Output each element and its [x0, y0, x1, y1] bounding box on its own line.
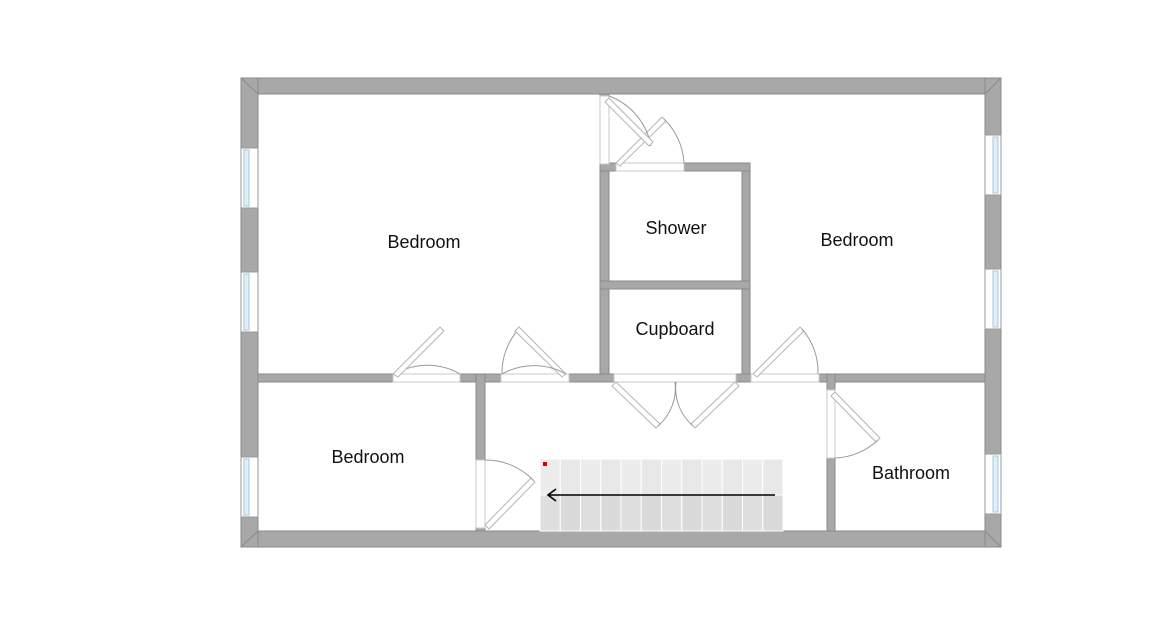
door-bedroom-3 [484, 459, 536, 530]
stair-tread [620, 458, 642, 496]
stair-tread [580, 458, 602, 496]
window-right-2 [984, 268, 1002, 330]
door-bathroom [830, 391, 881, 459]
window-left-1 [240, 147, 259, 209]
room-label-bedroom-2: Bedroom [820, 230, 893, 250]
room-label-cupboard: Cupboard [635, 319, 714, 339]
stair-tread [742, 494, 764, 532]
room-label-bedroom-3: Bedroom [331, 447, 404, 467]
stair-tread [580, 494, 602, 532]
door-bedroom-1-a [392, 326, 461, 378]
stair-tread [600, 494, 622, 532]
room-label-bathroom: Bathroom [872, 463, 950, 483]
stair-tread [681, 494, 703, 532]
door-bedroom-2 [752, 326, 819, 378]
stair-tread [620, 494, 642, 532]
stair-tread [762, 494, 784, 532]
door-openings [392, 95, 836, 529]
stair-direction-arrow [546, 488, 775, 502]
stair-tread [762, 458, 784, 496]
staircase [539, 458, 784, 532]
window-right-3 [984, 453, 1002, 515]
stair-tread [701, 458, 723, 496]
room-label-bedroom-1: Bedroom [387, 232, 460, 252]
stair-tread [640, 494, 662, 532]
stair-tread [661, 494, 683, 532]
stair-tread [559, 494, 581, 532]
window-right-1 [984, 134, 1002, 196]
window-left-3 [240, 456, 259, 518]
stair-tread [742, 458, 764, 496]
window-left-2 [240, 271, 259, 333]
door-cupboard-double [611, 381, 740, 429]
room-labels: Bedroom Shower Bedroom Cupboard Bedroom … [331, 218, 950, 483]
stair-tread [640, 458, 662, 496]
room-label-shower: Shower [645, 218, 706, 238]
stair-tread [701, 494, 723, 532]
stair-tread [600, 458, 622, 496]
windows [240, 134, 1002, 518]
doors [392, 95, 881, 530]
stair-tread [721, 458, 743, 496]
stair-start-marker [543, 462, 547, 466]
stair-tread [721, 494, 743, 532]
door-shower [604, 95, 685, 167]
stair-tread [661, 458, 683, 496]
stair-tread [559, 458, 581, 496]
stair-tread [681, 458, 703, 496]
stair-tread [539, 494, 561, 532]
door-bedroom-1-b [501, 326, 567, 378]
